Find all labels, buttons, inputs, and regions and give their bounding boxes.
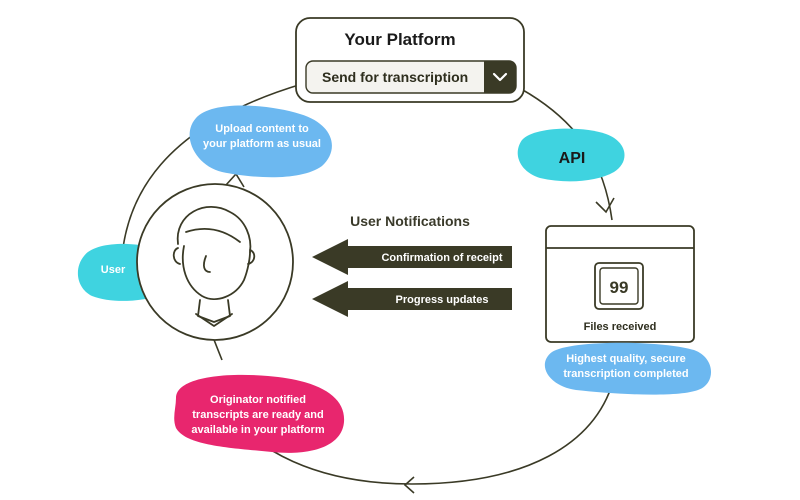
cycle-ring-bottom-right: [411, 369, 617, 485]
ring-arrow-down-icon: [595, 197, 615, 214]
user-label: User: [101, 264, 126, 276]
notifications-title: User Notifications: [350, 213, 470, 229]
api-blob: [517, 128, 625, 182]
notification-receipt-label: Confirmation of receipt: [381, 252, 502, 264]
upload-blob: [189, 105, 332, 178]
quality-blob: [544, 342, 712, 395]
originator-step: Originator notified transcripts are read…: [174, 374, 345, 453]
originator-line-2: transcripts are ready and: [192, 409, 323, 421]
select-value: Send for transcription: [322, 69, 468, 85]
quote-glyph: 99: [610, 278, 629, 297]
notification-arrow-receipt: Confirmation of receipt: [312, 239, 512, 275]
transcription-select[interactable]: Send for transcription: [305, 60, 517, 94]
quality-line-2: transcription completed: [563, 368, 688, 380]
user-face-icon: [172, 206, 256, 327]
platform-title: Your Platform: [344, 30, 455, 49]
originator-line-1: Originator notified: [210, 394, 306, 406]
ring-arrow-left-icon: [403, 476, 415, 494]
originator-blob: [174, 374, 345, 453]
files-window: 99 Files received: [545, 225, 695, 343]
platform-panel: Your Platform Send for transcription: [295, 17, 525, 103]
chevron-down-icon[interactable]: [492, 72, 508, 82]
files-received-label: Files received: [584, 321, 657, 333]
upload-line-1: Upload content to: [215, 123, 309, 135]
notification-progress-label: Progress updates: [396, 294, 489, 306]
quality-step: Highest quality, secure transcription co…: [544, 342, 712, 395]
quote-icon: 99: [594, 262, 644, 310]
avatar: [136, 183, 294, 341]
api-step: API: [517, 128, 625, 182]
quality-line-1: Highest quality, secure: [566, 353, 686, 365]
originator-line-3: available in your platform: [191, 424, 324, 436]
notification-arrow-progress: Progress updates: [312, 281, 512, 317]
upload-step: Upload content to your platform as usual: [189, 105, 332, 178]
upload-line-2: your platform as usual: [203, 138, 321, 150]
api-label: API: [559, 150, 586, 167]
